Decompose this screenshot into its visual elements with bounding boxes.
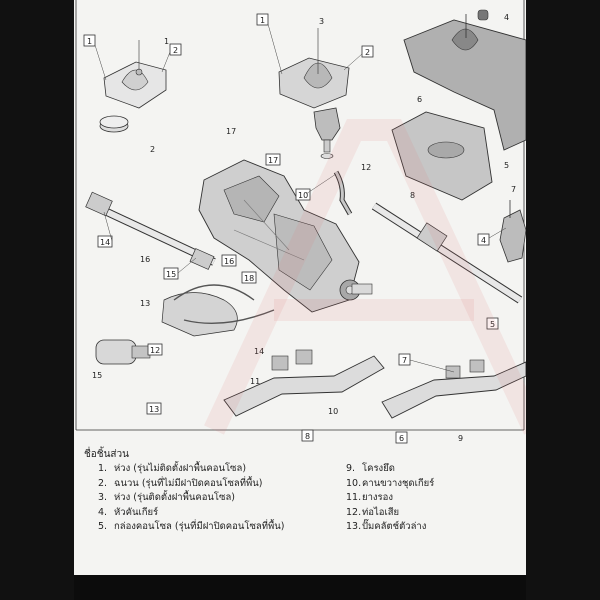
callout-14: 14 <box>254 347 264 356</box>
svg-text:10: 10 <box>298 191 308 200</box>
shift-lever <box>313 107 341 159</box>
callout-2-box-middle: 2 <box>361 45 374 58</box>
legend-item: 3.ห่วง (รุ่นติดตั้งฝาพื้นคอนโซล) <box>98 492 235 503</box>
callout-7-box: 7 <box>398 353 411 366</box>
clutch-hose-assembly <box>161 284 275 337</box>
callout-2-box-left: 2 <box>169 43 182 56</box>
callout-1-box-middle: 1 <box>256 13 269 26</box>
callout-5-box: 5 <box>486 317 499 330</box>
transmission-crossmember <box>223 349 385 417</box>
svg-text:1: 1 <box>87 37 92 46</box>
leader-lines <box>94 23 507 373</box>
callout-17-box: 17 <box>265 153 281 166</box>
legend-item: 13.ปั๊มคลัตช์ตัวล่าง <box>346 521 427 532</box>
console-tray <box>391 111 493 201</box>
callout-2-left: 2 <box>150 145 155 154</box>
svg-text:7: 7 <box>402 356 407 365</box>
callout-12: 12 <box>361 163 371 172</box>
callout-8-box: 8 <box>301 429 314 442</box>
callout-11: 11 <box>250 377 260 386</box>
svg-text:2: 2 <box>173 46 178 55</box>
callout-6-box: 6 <box>395 431 408 444</box>
propeller-shaft-right <box>371 202 523 304</box>
shift-boot-middle <box>278 28 350 109</box>
callout-7: 7 <box>511 185 516 194</box>
callout-4-box-right: 4 <box>477 233 490 246</box>
legend-item: 11.ยางรอง <box>346 492 393 503</box>
propeller-shaft-left <box>85 191 216 270</box>
transmission-assembly <box>198 159 373 313</box>
svg-text:4: 4 <box>481 236 486 245</box>
legend-left-column: 1.ห่วง (รุ่นไม่ติดตั้งฝาพื้นคอนโซล) 2.ฉน… <box>98 462 348 535</box>
svg-text:17: 17 <box>268 156 278 165</box>
transmission-crossmember-right <box>381 359 526 419</box>
callout-16: 16 <box>140 255 150 264</box>
shift-boot-left <box>103 40 167 109</box>
svg-text:15: 15 <box>166 270 176 279</box>
svg-text:14: 14 <box>100 238 110 247</box>
parts-legend: ชื่อชิ้นส่วน 1.ห่วง (รุ่นไม่ติดตั้งฝาพื้… <box>84 448 524 532</box>
callout-10-box: 10 <box>295 188 311 201</box>
legend-item: 2.ฉนวน (รุ่นที่ไม่มีฝาปิดคอนโซลที่พื้น) <box>98 477 263 489</box>
svg-text:12: 12 <box>150 346 160 355</box>
legend-item: 1.ห่วง (รุ่นไม่ติดตั้งฝาพื้นคอนโซล) <box>98 463 247 474</box>
floor-console-box <box>403 9 526 151</box>
callout-6: 6 <box>417 95 422 104</box>
callout-16-box: 16 <box>221 254 237 267</box>
callout-9: 9 <box>458 434 463 443</box>
legend-item: 9.โครงยึด <box>346 463 395 474</box>
legend-item: 12.ท่อไอเสีย <box>346 506 400 518</box>
manual-page: 1 1 2 2 1 3 2 4 4 5 5 6 6 7 7 8 8 9 10 1… <box>74 0 526 575</box>
callout-4-top: 4 <box>504 13 509 22</box>
callout-14-box: 14 <box>97 235 113 248</box>
exploded-parts-diagram: 1 1 2 2 1 3 2 4 4 5 5 6 6 7 7 8 8 9 10 1… <box>75 0 526 444</box>
callout-3: 3 <box>319 17 324 26</box>
callout-15-box: 15 <box>163 267 179 280</box>
callout-15: 15 <box>92 371 102 380</box>
legend-item: 10.คานขวางชุดเกียร์ <box>346 477 435 489</box>
svg-text:18: 18 <box>244 274 254 283</box>
legend-item: 4.หัวคันเกียร์ <box>98 506 159 518</box>
legend-right-column: 9.โครงยึด 10.คานขวางชุดเกียร์ 11.ยางรอง … <box>346 462 526 535</box>
legend-item: 5.กล่องคอนโซล (รุ่นที่มีฝาปิดคอนโซลที่พื… <box>98 521 285 532</box>
callout-18-box: 18 <box>241 271 257 284</box>
starter-motor <box>95 339 151 365</box>
svg-text:16: 16 <box>224 257 234 266</box>
callout-13: 13 <box>140 299 150 308</box>
callout-5: 5 <box>504 161 509 170</box>
callout-8: 8 <box>410 191 415 200</box>
callout-10-lower: 10 <box>328 407 338 416</box>
callout-1-left: 1 <box>164 37 169 46</box>
callout-12-box: 12 <box>147 343 163 356</box>
legend-heading: ชื่อชิ้นส่วน <box>84 449 129 460</box>
svg-text:1: 1 <box>260 16 265 25</box>
svg-text:6: 6 <box>399 434 404 443</box>
callout-13-box: 13 <box>146 402 162 415</box>
callout-1-box-left: 1 <box>83 34 96 47</box>
screen-bottom-bezel <box>74 575 526 600</box>
svg-text:2: 2 <box>365 48 370 57</box>
svg-text:5: 5 <box>490 320 495 329</box>
shift-lever-right <box>499 200 526 263</box>
svg-text:8: 8 <box>305 432 310 441</box>
svg-text:13: 13 <box>149 405 159 414</box>
callout-17: 17 <box>226 127 236 136</box>
